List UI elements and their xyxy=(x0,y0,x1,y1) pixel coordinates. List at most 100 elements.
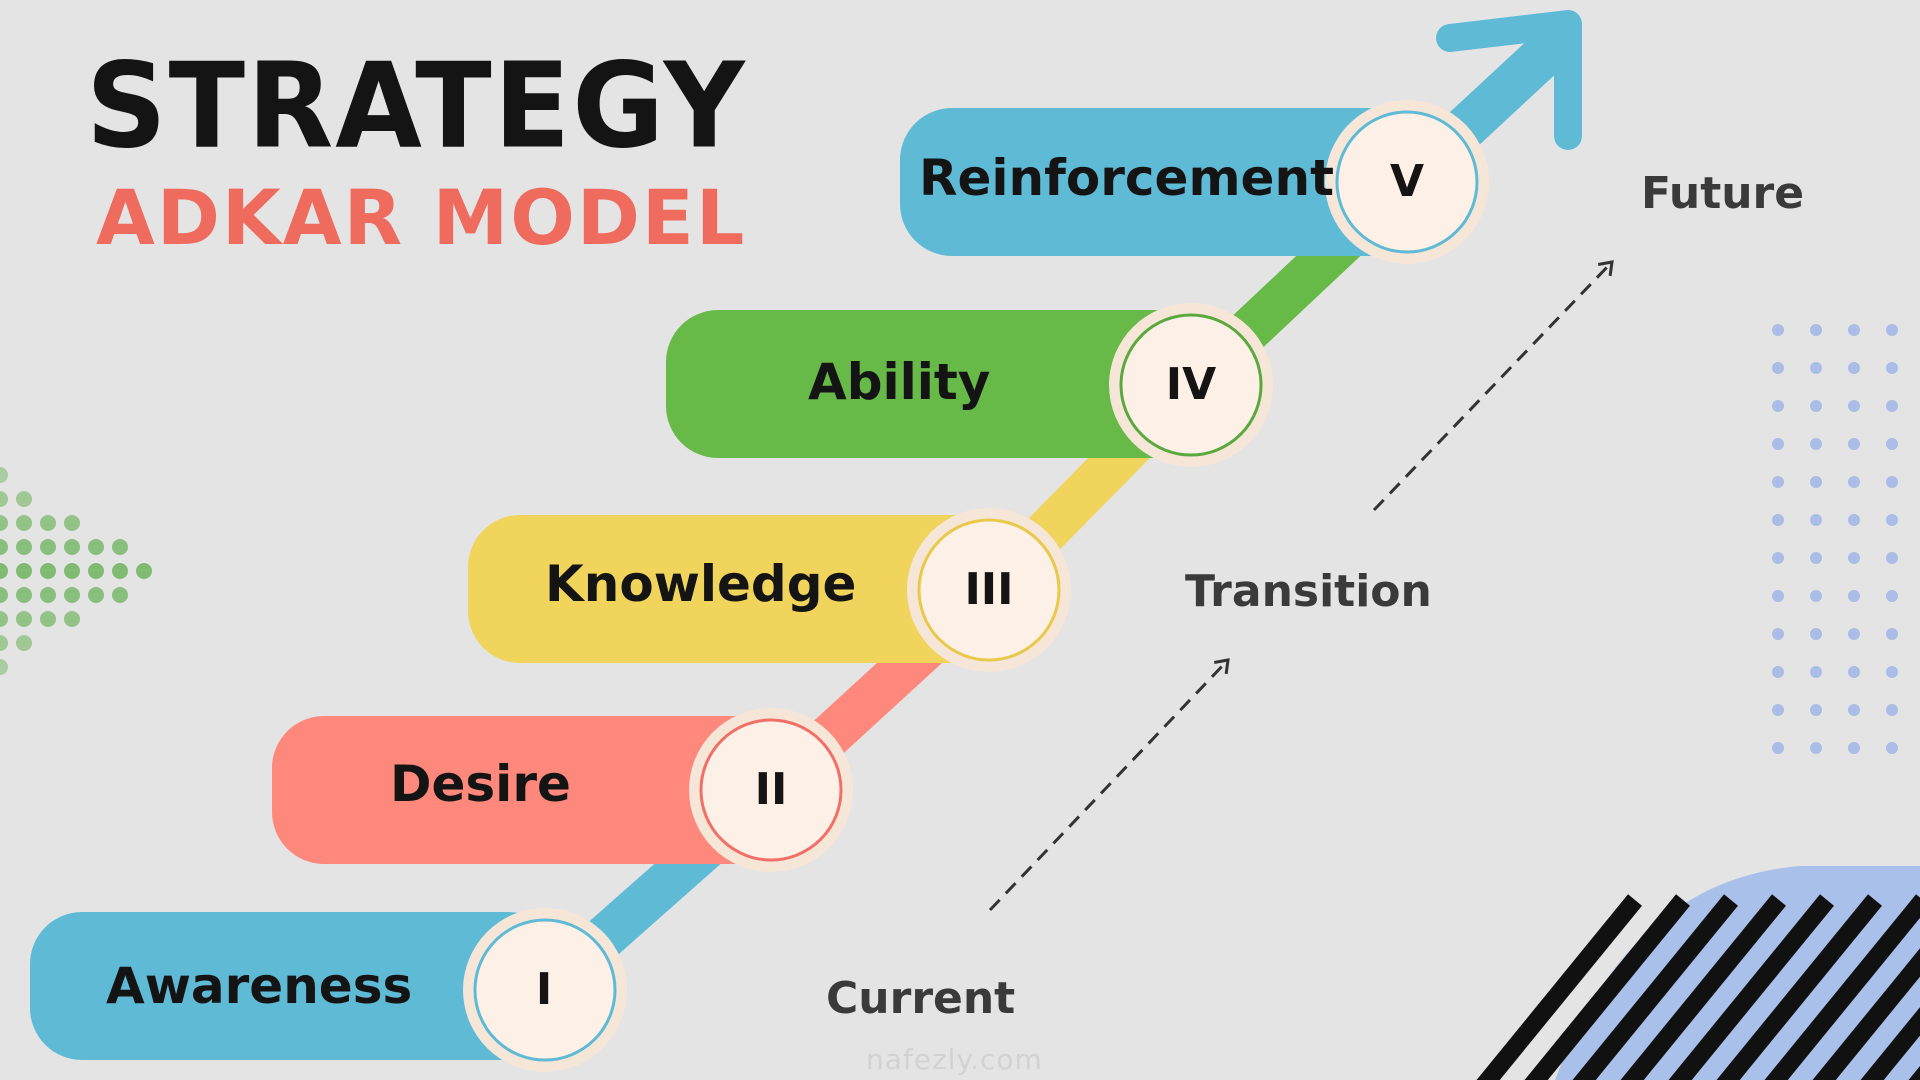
decor-stripe xyxy=(1572,894,1738,1080)
decor-dot xyxy=(112,563,128,579)
decor-dot xyxy=(1772,400,1784,412)
decor-dot xyxy=(1886,324,1898,336)
step-pill-3 xyxy=(468,515,1008,663)
step-numeral-iv: IV xyxy=(1165,359,1217,410)
decor-dot xyxy=(1886,400,1898,412)
decor-dot xyxy=(1810,704,1822,716)
step-badge-3 xyxy=(907,508,1071,672)
decor-dot xyxy=(40,515,56,531)
decor-dot xyxy=(0,539,8,555)
decor-dot xyxy=(1848,742,1860,754)
decor-dot xyxy=(1886,514,1898,526)
decor-dot xyxy=(1772,590,1784,602)
decor-dot xyxy=(64,563,80,579)
decor-dot xyxy=(1772,704,1784,716)
step-numeral-v: V xyxy=(1389,156,1425,207)
decor-dot xyxy=(1772,552,1784,564)
decor-dot xyxy=(40,611,56,627)
decor-dot xyxy=(88,587,104,603)
decor-dot xyxy=(1810,400,1822,412)
step-label-awareness: Awareness xyxy=(106,957,413,1015)
badge-ring xyxy=(699,718,843,862)
watermark: nafezly.com xyxy=(866,1043,1043,1076)
decor-dot xyxy=(1810,552,1822,564)
dashed-line xyxy=(988,658,1230,912)
decor-dot xyxy=(1848,666,1860,678)
decor-dot xyxy=(112,539,128,555)
decor-dot xyxy=(1810,666,1822,678)
decor-dot xyxy=(1848,324,1860,336)
decor-dot xyxy=(1810,476,1822,488)
decor-dot xyxy=(1810,590,1822,602)
decor-dot xyxy=(0,611,8,627)
decor-dot xyxy=(1886,628,1898,640)
decor-dot xyxy=(16,563,32,579)
decor-stripe xyxy=(1716,894,1882,1080)
decor-dot xyxy=(64,539,80,555)
badge-ring xyxy=(1335,110,1479,254)
decor-dot xyxy=(64,515,80,531)
decor-stripes xyxy=(1476,894,1920,1080)
green-dot-pattern xyxy=(0,467,152,675)
decor-dot xyxy=(1848,590,1860,602)
decor-dot xyxy=(1886,362,1898,374)
decor-dot xyxy=(88,539,104,555)
badge-ring xyxy=(917,518,1061,662)
decor-dot xyxy=(16,539,32,555)
decor-dot xyxy=(16,611,32,627)
step-label-desire: Desire xyxy=(390,755,571,813)
decor-stripe xyxy=(1524,894,1690,1080)
decor-dot xyxy=(1772,362,1784,374)
blue-dot-grid xyxy=(1772,324,1898,754)
step-numeral-i: I xyxy=(535,964,553,1015)
decor-dot xyxy=(0,587,8,603)
step-badge-1 xyxy=(463,908,627,1072)
decor-dot xyxy=(1772,666,1784,678)
step-label-ability: Ability xyxy=(808,353,991,411)
decor-dot xyxy=(1886,666,1898,678)
decor-dot xyxy=(16,515,32,531)
decor-dot xyxy=(0,563,8,579)
decor-dot xyxy=(1772,628,1784,640)
step-badge-4 xyxy=(1109,303,1273,467)
decor-dot xyxy=(1810,324,1822,336)
stage-label-future: Future xyxy=(1641,168,1805,219)
decor-stripe xyxy=(1764,894,1920,1080)
decor-dot xyxy=(1810,362,1822,374)
arrow-head-icon xyxy=(1213,658,1230,675)
decor-dot xyxy=(1810,514,1822,526)
decor-dot xyxy=(1848,438,1860,450)
badge-ring xyxy=(473,918,617,1062)
step-numeral-iii: III xyxy=(964,564,1014,615)
decor-dot xyxy=(1772,438,1784,450)
decor-dot xyxy=(1772,742,1784,754)
decor-dot xyxy=(88,563,104,579)
decor-dot xyxy=(1848,400,1860,412)
decor-stripe xyxy=(1476,894,1642,1080)
decor-dot xyxy=(1848,628,1860,640)
decor-dot xyxy=(0,515,8,531)
decor-dot xyxy=(16,635,32,651)
decor-dot xyxy=(1810,628,1822,640)
decor-dot xyxy=(40,587,56,603)
decor-dot xyxy=(0,467,8,483)
decor-dot xyxy=(1772,324,1784,336)
decor-dot xyxy=(112,587,128,603)
step-pill-2 xyxy=(272,716,792,864)
dashed-arrow-transition-to-future xyxy=(1372,260,1614,512)
decor-dot xyxy=(1810,438,1822,450)
decor-stripe xyxy=(1668,894,1834,1080)
decor-dot xyxy=(1886,476,1898,488)
decor-dot xyxy=(1848,476,1860,488)
page-subtitle: ADKAR MODEL xyxy=(96,173,747,262)
decor-dot xyxy=(16,491,32,507)
arrow-head-icon xyxy=(1436,10,1582,150)
page-title: STRATEGY xyxy=(86,38,747,176)
step-label-reinforcement: Reinforcement xyxy=(919,149,1334,207)
decor-dot xyxy=(1886,438,1898,450)
decor-dot xyxy=(0,635,8,651)
decor-dot xyxy=(136,563,152,579)
decor-dot xyxy=(64,587,80,603)
badge-ring xyxy=(1119,313,1263,457)
